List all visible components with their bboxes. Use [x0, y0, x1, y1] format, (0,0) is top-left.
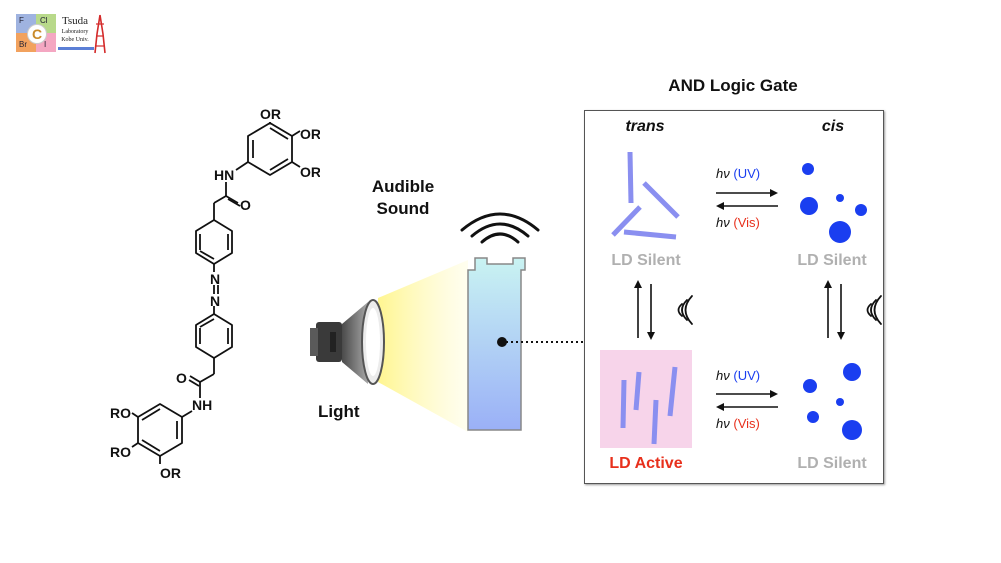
rod: [627, 151, 634, 204]
rod: [620, 379, 627, 429]
mol-label-or-2: OR: [300, 126, 320, 142]
gate-title: AND Logic Gate: [668, 76, 798, 95]
particle: [802, 163, 814, 175]
rod: [667, 366, 678, 417]
cuvette: [467, 257, 526, 431]
light-and-cuvette-illustration: [310, 212, 586, 432]
small-sound-icon: [866, 295, 882, 325]
particle: [807, 411, 819, 423]
ld-active-label: LD Active: [609, 455, 683, 472]
logo-lab: Laboratory: [61, 29, 89, 35]
logo-tile-c: C: [27, 24, 47, 44]
lamp-icon: [310, 299, 385, 385]
cuvette-sample-dot: [497, 337, 507, 347]
logic-gate-diagram: [611, 151, 882, 445]
mol-label-or-3: OR: [300, 164, 320, 180]
particle: [855, 204, 867, 216]
rod: [611, 205, 642, 237]
mol-label-nh: NH: [192, 397, 212, 413]
particle: [829, 221, 851, 243]
mol-label-or-4: OR: [160, 465, 181, 481]
rod: [642, 181, 680, 219]
rod: [633, 371, 642, 411]
mol-label-o-bottom: O: [176, 370, 187, 386]
logo-bar: [58, 47, 94, 50]
hv-vis-top: hν (Vis): [716, 215, 760, 230]
particle: [800, 197, 818, 215]
kobe-tower-icon: [94, 14, 106, 54]
sound-wave-icon: [460, 212, 540, 244]
mol-label-or-1: OR: [260, 106, 281, 122]
particle: [843, 363, 861, 381]
mol-label-n-1: N: [210, 271, 220, 287]
hv-uv-top: hν (UV): [716, 166, 761, 181]
logo-univ: Kobe Univ.: [61, 37, 89, 43]
small-sound-icon: [677, 295, 693, 325]
ld-silent-cis-bottom: LD Silent: [797, 455, 867, 472]
mol-label-hn: HN: [214, 167, 234, 183]
light-label: Light: [318, 402, 360, 421]
ld-active-highlight: [600, 350, 692, 448]
mol-label-n-2: N: [210, 293, 220, 309]
rod: [651, 399, 659, 445]
light-beam: [378, 260, 468, 432]
logo-name: Tsuda: [61, 15, 89, 27]
particle: [842, 420, 862, 440]
cis-header: cis: [821, 118, 845, 135]
audible-sound-label: Audible Sound: [371, 177, 435, 218]
mol-label-ro-1: RO: [110, 405, 131, 421]
trans-header: trans: [625, 118, 665, 135]
particle: [803, 379, 817, 393]
mol-label-ro-2: RO: [110, 444, 131, 460]
particle: [836, 398, 844, 406]
mol-label-o-top: O: [240, 197, 251, 213]
ld-silent-cis-top: LD Silent: [797, 252, 867, 269]
hv-vis-bottom: hν (Vis): [716, 416, 760, 431]
rod: [623, 229, 677, 240]
ld-silent-trans-top: LD Silent: [611, 252, 681, 269]
lab-logo: F Cl Br I C Tsuda Laboratory Kobe Univ.: [16, 14, 106, 56]
logic-gate-box: [584, 110, 884, 484]
azobenzene-molecule: OR OR OR HN O N N O NH RO RO OR: [110, 106, 320, 481]
particle: [836, 194, 844, 202]
hv-uv-bottom: hν (UV): [716, 368, 761, 383]
